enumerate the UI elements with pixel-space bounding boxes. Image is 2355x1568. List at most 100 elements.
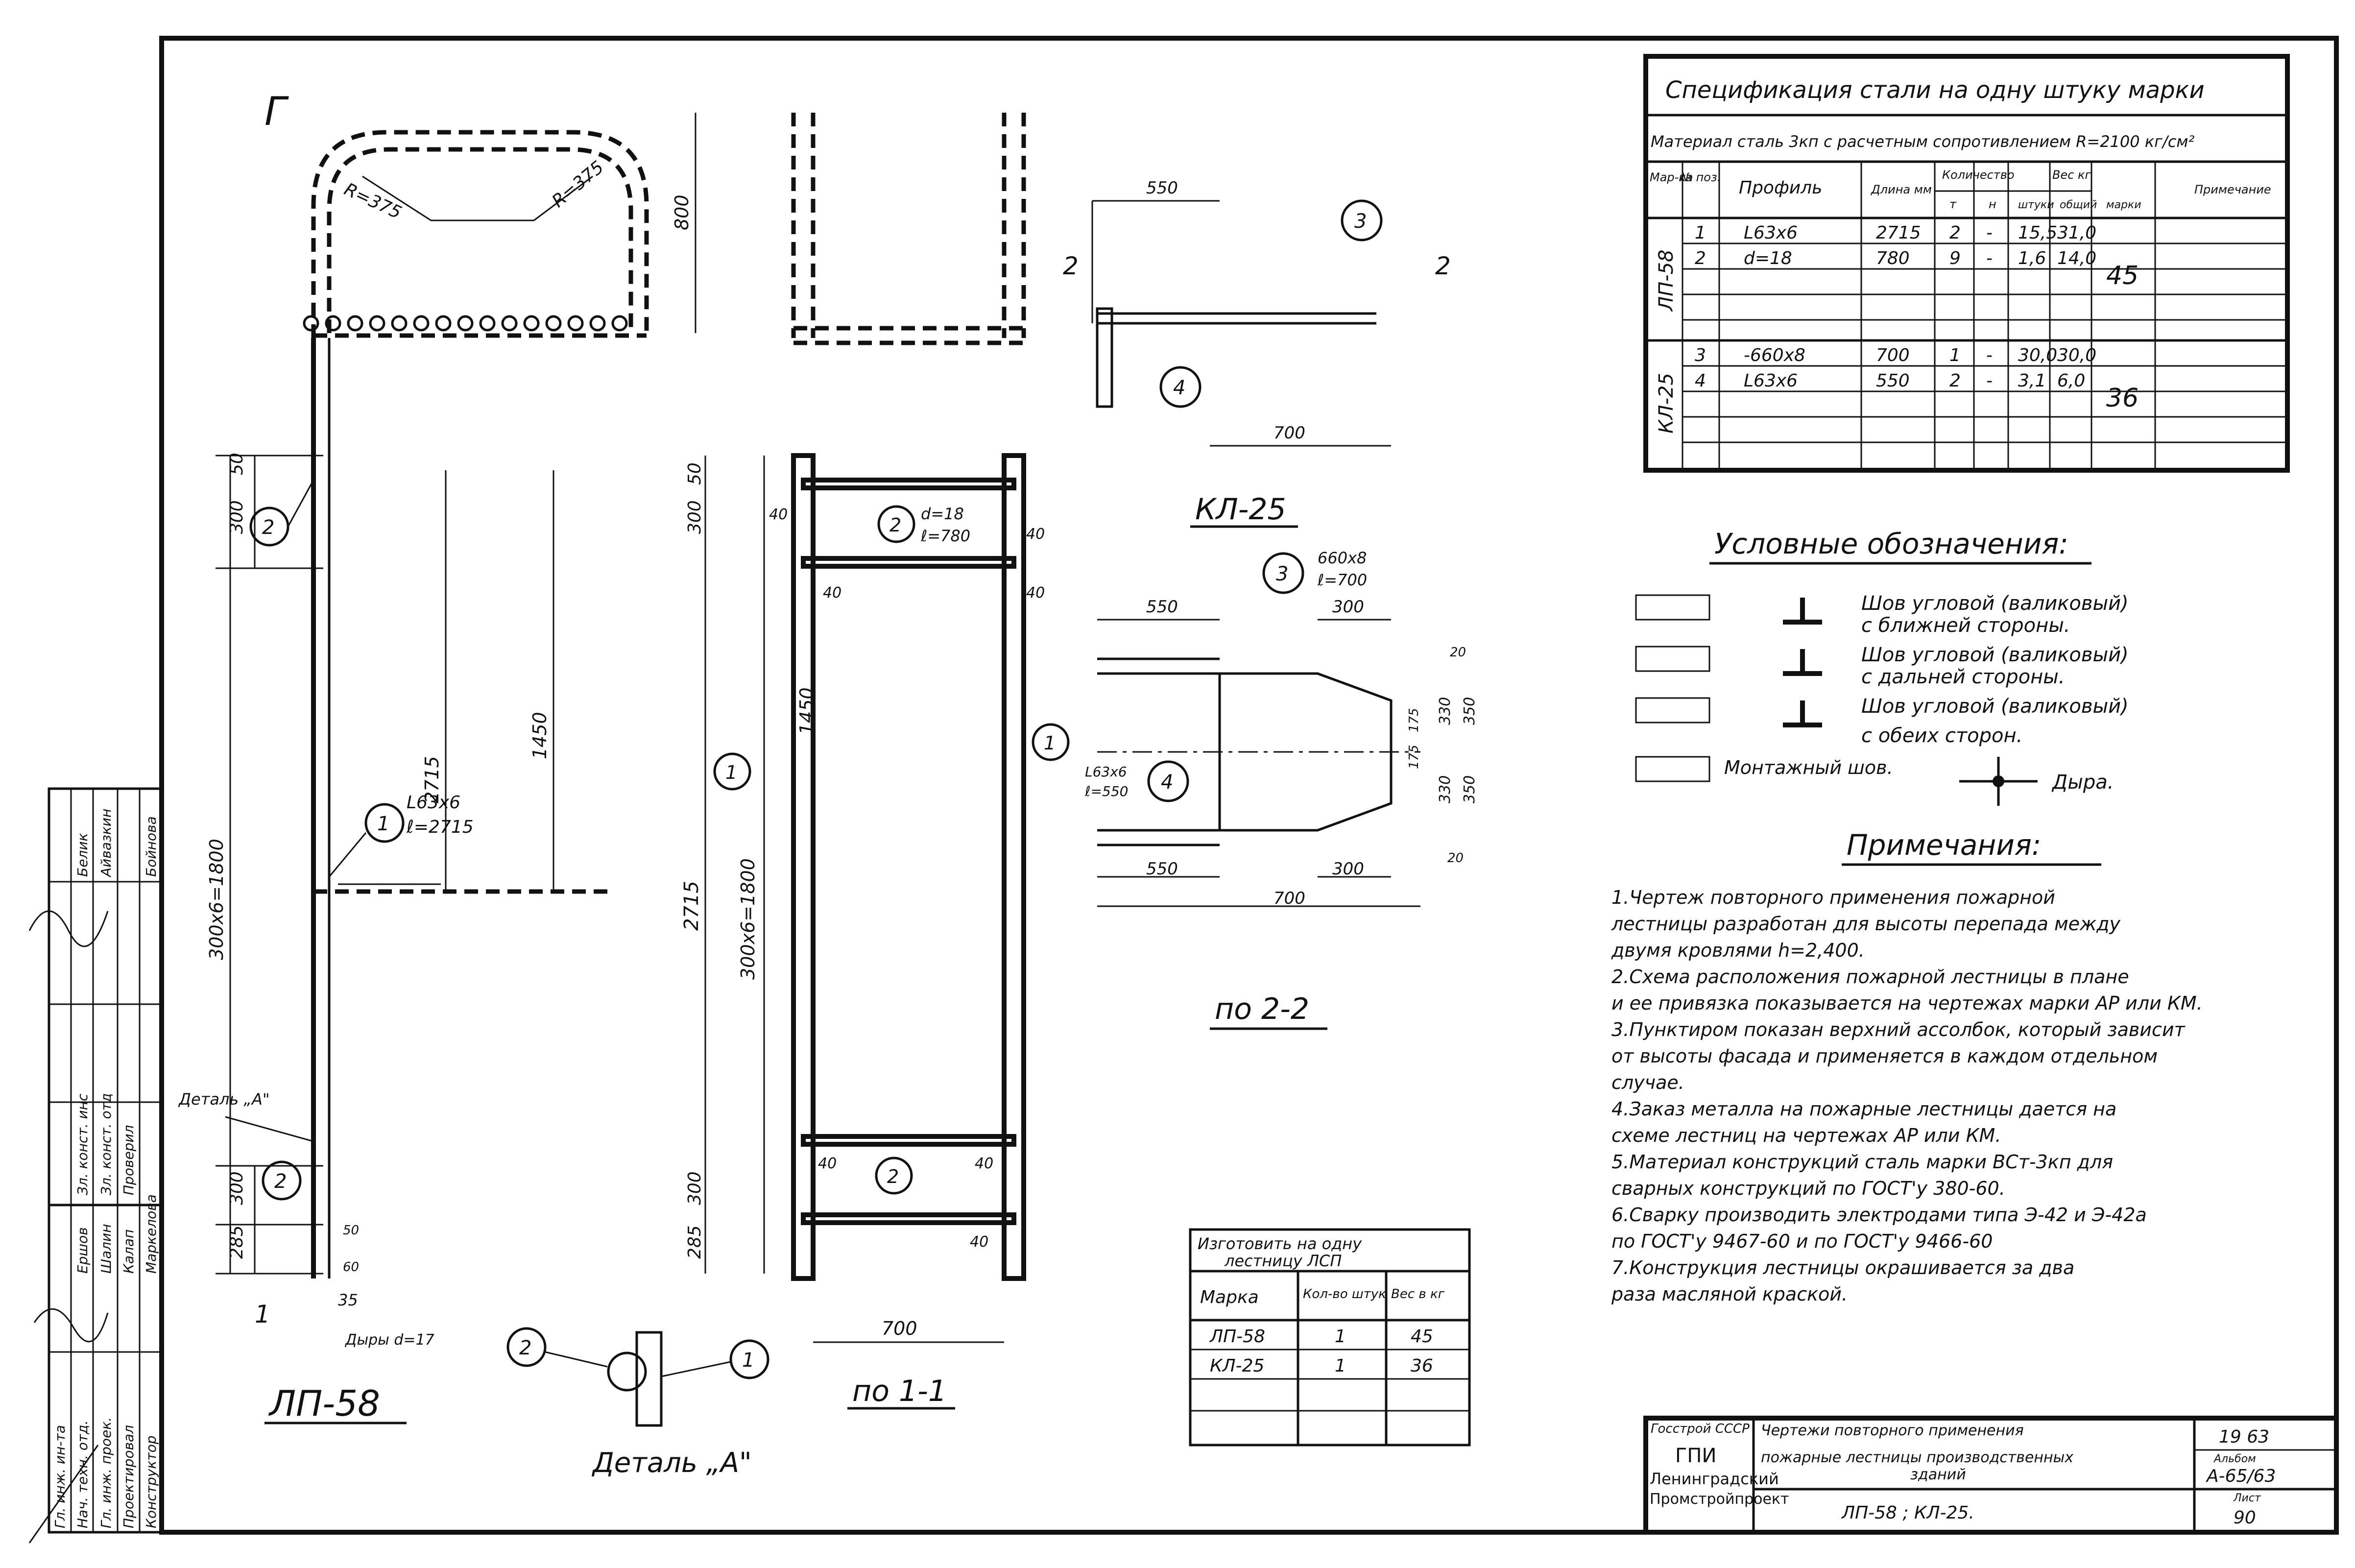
s22-dim-20-bottom: 20 [1447, 851, 1464, 866]
callout-1-label: 1 [377, 813, 389, 835]
legend-2-line2: с дальней стороны. [1861, 666, 2065, 688]
note-line: 5.Материал конструкций сталь марки ВСт-3… [1611, 1151, 2113, 1173]
sig-role2-3: Проверил [120, 1125, 137, 1195]
spec-cell: 14,0 [2057, 248, 2096, 268]
s22-callout-4 [1147, 760, 1189, 802]
legend-weld-symbol [1635, 756, 1710, 782]
notes-lines: 1.Чертеж повторного применения пожарной л… [1611, 887, 2203, 1305]
tb-year: 19 63 [2219, 1427, 2269, 1447]
note-line: 4.Заказ металла на пожарные лестницы дае… [1611, 1098, 2116, 1120]
note-line: 6.Сварку производить электродами типа Э-… [1611, 1204, 2147, 1226]
section-1-1-view: 2715 300x6=1800 1450 50 300 300 285 40 4… [680, 113, 1070, 1410]
s11-rung-9 [801, 1212, 1016, 1225]
lp58-view: R=375 R=375 50 300 300x6=1800 300 285 27… [178, 113, 697, 1424]
signature-scribble-2 [33, 1308, 109, 1343]
spec-cell: 2 [1695, 248, 1706, 268]
spec-cell: 2 [1949, 371, 1961, 391]
sig-name-4: Бойнова [143, 816, 159, 877]
dim-300-low: 300 [227, 1171, 247, 1205]
tb-album: А-65/63 [2206, 1466, 2276, 1486]
s22-dim-330-top: 330 [1437, 697, 1454, 725]
spec-columns [1682, 162, 2156, 470]
radius-label-2: R=375 [548, 157, 607, 212]
s11-dim-1450: 1450 [796, 687, 817, 735]
rung-end-circle [545, 315, 562, 332]
s22-dim-175-top: 175 [1407, 708, 1421, 732]
s22-dim-350-top: 350 [1461, 697, 1478, 725]
note-line: лестницы разработан для высоты перепада … [1611, 913, 2121, 935]
legend-mount-weld: Монтажный шов. [1724, 757, 1893, 778]
kl25-dim-550: 550 [1146, 178, 1178, 198]
s11-dim-700: 700 [882, 1318, 917, 1339]
spec-cell: 1 [1695, 223, 1706, 243]
callout-2-bottom [262, 1160, 302, 1201]
sig-name2-1: Ершов [74, 1227, 91, 1274]
order-border [1189, 1228, 1471, 1447]
note-line: 7.Конструкция лестницы окрашивается за д… [1611, 1257, 2074, 1279]
sig-name2-4: Маркелова [143, 1194, 159, 1274]
spec-h-profile: Профиль [1739, 178, 1822, 198]
s11-dim-40d: 40 [1026, 584, 1045, 602]
notes: Примечания: 1.Чертеж повторного применен… [1611, 828, 2203, 1305]
spec-mark: ЛП-58 [1655, 250, 1678, 313]
note-line: по ГОСТ'у 9467-60 и по ГОСТ'у 9466-60 [1611, 1230, 1993, 1252]
signature-scribble-3 [28, 1445, 99, 1544]
rung-end-circle [457, 315, 474, 332]
callout-2-top-label: 2 [262, 516, 274, 539]
order-r2-qty: 1 [1335, 1356, 1346, 1376]
sig-name-1: Белик [74, 833, 91, 877]
sig-role-3: Гл. инж. проек. [98, 1417, 114, 1528]
note-line: 3.Пунктиром показан верхний ассолбок, ко… [1611, 1019, 2186, 1040]
spec-cell: 3 [1695, 345, 1706, 365]
sig-role2-1: Зл. конст. инс [74, 1093, 91, 1195]
order-h-weight: Вес в кг [1391, 1287, 1445, 1302]
note-line: 1.Чертеж повторного применения пожарной [1611, 887, 2055, 908]
legend-1-line1: Шов угловой (валиковый) [1861, 592, 2129, 615]
sig-role-5: Конструктор [143, 1436, 159, 1529]
legend-3-line2: с обеих сторон. [1861, 724, 2022, 747]
section-2-2-view: 550 300 550 300 700 20 330 350 330 350 1… [1084, 549, 1478, 1030]
s22-dim-550-bottom: 550 [1146, 859, 1178, 879]
spec-h-markw: марки [2106, 199, 2141, 211]
tb-org4: Промстройпроект [1650, 1491, 1789, 1508]
spec-cell: 31,0 [2057, 223, 2096, 243]
spec-cell: - [1986, 248, 1993, 268]
note-line: 2.Схема расположения пожарной лестницы в… [1611, 966, 2129, 988]
s11-dim-40e: 40 [818, 1155, 837, 1172]
spec-cell: 780 [1876, 248, 1910, 268]
dim-60: 60 [343, 1260, 359, 1275]
spec-cell: 700 [1876, 345, 1910, 365]
signature-strip: Гл. инж. ин-та Нач. техн. отд. Гл. инж. … [28, 787, 163, 1544]
spec-h-mark: Мар-ка [1650, 170, 1693, 184]
detail-a-title: Деталь „А" [591, 1447, 752, 1479]
spec-cell: 4 [1695, 371, 1706, 391]
spec-h-qty-t: т [1949, 197, 1957, 211]
tb-desc1: Чертежи повторного применения [1761, 1422, 2024, 1439]
s22-dim-175-bottom: 175 [1407, 745, 1421, 769]
s11-dim-300x6: 300x6=1800 [737, 858, 759, 980]
kl25-view: 550 700 3 4 2 2 КЛ-25 [1063, 178, 1451, 528]
kl25-post [1096, 307, 1113, 408]
kl25-title: КЛ-25 [1195, 492, 1286, 527]
order-r2-weight: 36 [1411, 1356, 1433, 1376]
kl25-callout-3 [1341, 199, 1383, 241]
s11-dim-40a: 40 [769, 506, 788, 523]
s22-pos4-length: ℓ=550 [1084, 783, 1128, 799]
rung-end-circle [501, 315, 518, 332]
detail-a-leader-1 [661, 1361, 731, 1377]
dim-300: 300 [227, 500, 247, 534]
order-title-2: лестницу ЛСП [1224, 1252, 1342, 1270]
order-h-mark: Марка [1200, 1287, 1259, 1307]
note-line: от высоты фасада и применяется в каждом … [1611, 1045, 2158, 1067]
spec-cell: - [1986, 223, 1993, 243]
detail-a-angle [635, 1331, 663, 1427]
upper-hoop-outer [311, 130, 649, 338]
s11-callout-2 [877, 505, 915, 543]
s22-dim-550-top: 550 [1146, 597, 1178, 617]
callout-2-bottom-label: 2 [274, 1170, 287, 1193]
dim-35: 35 [338, 1291, 358, 1309]
tb-border [1643, 1416, 2339, 1535]
spec-cell: 1 [1949, 345, 1961, 365]
sig-role2-2: Зл. конст. отд [98, 1093, 114, 1195]
